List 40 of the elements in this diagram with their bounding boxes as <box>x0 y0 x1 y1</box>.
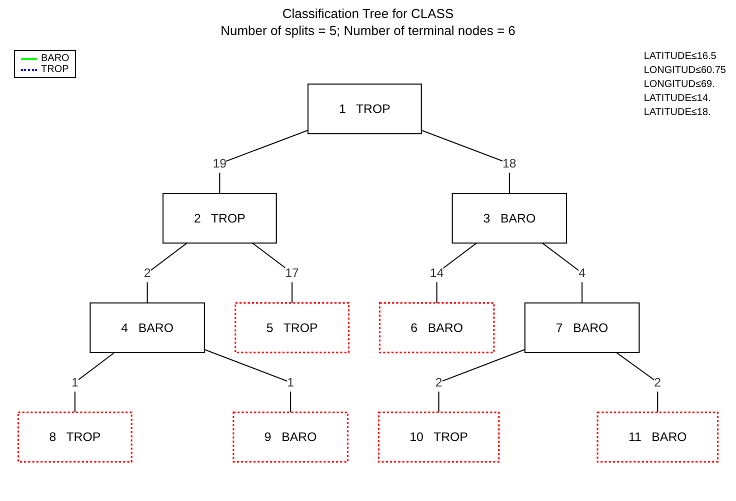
node-box: 6 BARO <box>378 302 495 354</box>
split-rule: LATITUDE≤18. <box>644 106 712 120</box>
chart-title: Classification Tree for CLASS <box>281 6 455 21</box>
connector <box>438 349 526 412</box>
edge-label: 2 <box>144 266 151 280</box>
edge-label: 1 <box>71 375 78 390</box>
edge-label: 18 <box>502 156 516 171</box>
split-rule: LATITUDE≤14. <box>644 92 712 106</box>
edge-label: 19 <box>212 156 227 171</box>
connector <box>616 352 658 412</box>
node-box: 4 BARO <box>90 302 205 353</box>
connector <box>219 130 308 194</box>
connector <box>204 349 292 412</box>
connector <box>421 130 510 194</box>
connector <box>146 242 188 303</box>
split-rule: LONGITUD≤60.75 <box>644 64 726 78</box>
edge-label: 17 <box>285 266 299 280</box>
node-box: 1 TROP <box>308 84 422 134</box>
edge-label: 2 <box>654 375 662 390</box>
node-box: 2 TROP <box>162 193 277 244</box>
subtitle: Number of splits = 5; Number of terminal nodes = 6 <box>220 23 516 38</box>
connector <box>74 352 115 412</box>
legend-label: BARO <box>41 53 70 64</box>
connector <box>252 242 293 303</box>
node-box: 10 TROP <box>378 412 500 463</box>
edge-label: 4 <box>578 266 586 280</box>
node-box: 8 TROP <box>17 412 132 463</box>
split-rule: LONGITUD≤69. <box>644 78 716 92</box>
node-box: 3 BARO <box>452 193 568 244</box>
split-rule: LATITUDE≤16.5 <box>644 50 718 64</box>
legend-label: TROP <box>41 64 69 75</box>
node-box: 7 BARO <box>524 302 640 353</box>
node-box: 11 BARO <box>596 412 719 463</box>
edge-label: 1 <box>287 375 294 390</box>
node-box: 5 TROP <box>234 302 350 354</box>
node-box: 9 BARO <box>232 412 348 463</box>
edge-label: 14 <box>430 266 444 280</box>
connector <box>436 242 477 303</box>
edge-label: 2 <box>435 375 442 390</box>
connector <box>542 242 583 303</box>
